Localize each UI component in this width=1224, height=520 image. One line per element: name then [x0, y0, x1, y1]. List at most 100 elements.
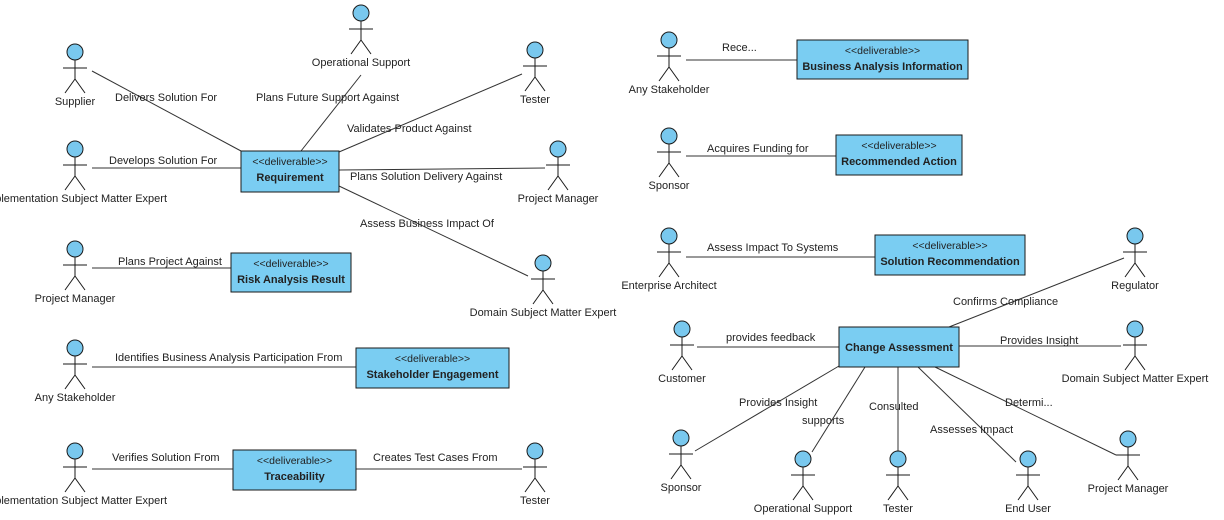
actor-figure-icon — [657, 48, 681, 82]
actor-supplier[interactable]: Supplier — [55, 43, 96, 108]
deliverable-box[interactable] — [240, 150, 340, 193]
deliverable-stakeholder-engagement[interactable]: <<deliverable>>Stakeholder Engagement — [355, 347, 510, 389]
actor-label: Customer — [658, 373, 706, 385]
actor-figure-icon — [657, 244, 681, 278]
association-line-a17[interactable] — [694, 365, 840, 452]
deliverable-solution-recommendation[interactable]: <<deliverable>>Solution Recommendation — [874, 234, 1026, 276]
association-label-a5: Plans Solution Delivery Against — [350, 171, 502, 183]
association-line-a21[interactable] — [934, 366, 1117, 456]
actor-figure-icon — [1116, 447, 1140, 481]
association-label-a12: Acquires Funding for — [707, 143, 809, 155]
actor-label: Any Stakeholder — [629, 84, 710, 96]
actor-figure-icon — [63, 257, 87, 291]
actor-label: Implementation Subject Matter Expert — [0, 193, 167, 205]
association-line-a6[interactable] — [338, 185, 529, 277]
actor-label: Regulator — [1111, 280, 1159, 292]
association-line-a1[interactable] — [91, 70, 242, 152]
actor-any-stakeholder-right[interactable]: Any Stakeholder — [629, 31, 710, 96]
actor-tester-top[interactable]: Tester — [520, 41, 550, 106]
actor-operational-support-bottom[interactable]: Operational Support — [754, 450, 852, 515]
deliverable-risk-analysis-result[interactable]: <<deliverable>>Risk Analysis Result — [230, 252, 352, 293]
deliverable-stereotype: <<deliverable>> — [252, 156, 327, 168]
association-label-a1: Delivers Solution For — [115, 92, 217, 104]
actor-label: Domain Subject Matter Expert — [470, 307, 617, 319]
actor-operational-support-top[interactable]: Operational Support — [312, 4, 410, 69]
actor-domain-sme-right[interactable]: Domain Subject Matter Expert — [1062, 320, 1209, 385]
association-label-a15: provides feedback — [726, 332, 816, 344]
association-line-a20[interactable] — [917, 366, 1017, 463]
actor-implementation-sme-2[interactable]: Implementation Subject Matter Expert — [0, 442, 167, 507]
deliverable-requirement[interactable]: <<deliverable>>Requirement — [240, 150, 340, 193]
deliverable-stereotype: <<deliverable>> — [845, 45, 920, 57]
actor-head-icon — [660, 227, 678, 245]
deliverable-box[interactable] — [835, 134, 963, 176]
actor-figure-icon — [669, 446, 693, 480]
actor-label: Project Manager — [35, 293, 116, 305]
deliverable-box[interactable] — [355, 347, 510, 389]
actor-tester-ca[interactable]: Tester — [883, 450, 913, 515]
association-line-a18[interactable] — [811, 366, 866, 453]
association-line-a14[interactable] — [948, 257, 1125, 328]
actor-label: Project Manager — [1088, 483, 1169, 495]
association-line-a5[interactable] — [338, 167, 546, 171]
association-label-a10: Creates Test Cases From — [373, 452, 498, 464]
deliverable-stereotype: <<deliverable>> — [257, 455, 332, 467]
deliverable-recommended-action[interactable]: <<deliverable>>Recommended Action — [835, 134, 963, 176]
actor-head-icon — [660, 127, 678, 145]
actor-head-icon — [66, 339, 84, 357]
actor-project-manager-left[interactable]: Project Manager — [35, 240, 116, 305]
deliverable-box[interactable] — [232, 449, 357, 491]
deliverable-name: Risk Analysis Result — [237, 274, 345, 286]
deliverable-box[interactable] — [796, 39, 969, 80]
actor-figure-icon — [63, 356, 87, 390]
deliverable-change-assessment[interactable]: Change Assessment — [838, 326, 960, 368]
actor-label: Operational Support — [312, 57, 410, 69]
deliverable-stereotype: <<deliverable>> — [861, 140, 936, 152]
actor-figure-icon — [1123, 337, 1147, 371]
actor-domain-sme-left[interactable]: Domain Subject Matter Expert — [470, 254, 617, 319]
actor-enterprise-architect[interactable]: Enterprise Architect — [621, 227, 717, 292]
actor-head-icon — [66, 240, 84, 258]
actor-figure-icon — [546, 157, 570, 191]
deliverable-box[interactable] — [874, 234, 1026, 276]
actor-head-icon — [66, 43, 84, 61]
actor-customer[interactable]: Customer — [658, 320, 706, 385]
actor-sponsor-bottom[interactable]: Sponsor — [661, 429, 702, 494]
actor-regulator[interactable]: Regulator — [1111, 227, 1159, 292]
association-line-a3[interactable] — [338, 73, 523, 153]
actor-label: Project Manager — [518, 193, 599, 205]
actor-label: Domain Subject Matter Expert — [1062, 373, 1209, 385]
actor-project-manager-right[interactable]: Project Manager — [518, 140, 599, 205]
actor-sponsor-top[interactable]: Sponsor — [649, 127, 690, 192]
deliverable-business-analysis-information[interactable]: <<deliverable>> Business Analysis Informa… — [796, 39, 969, 80]
association-line-a2[interactable] — [300, 74, 362, 152]
association-label-a7: Plans Project Against — [118, 256, 222, 268]
actor-tester-bottom[interactable]: Tester — [520, 442, 550, 507]
association-label-a20: Assesses Impact — [930, 424, 1013, 436]
association-label-a8: Identifies Business Analysis Participati… — [115, 352, 342, 364]
actor-end-user[interactable]: End User — [1005, 450, 1051, 515]
actor-label: Tester — [520, 94, 550, 106]
actor-implementation-sme-1[interactable]: Implementation Subject Matter Expert — [0, 140, 167, 205]
actor-head-icon — [672, 429, 690, 447]
actor-project-manager-ca[interactable]: Project Manager — [1088, 430, 1169, 495]
actor-label: Supplier — [55, 96, 96, 108]
deliverable-box[interactable] — [230, 252, 352, 293]
deliverable-name: Business Analysis Information — [802, 61, 963, 73]
actor-figure-icon — [63, 459, 87, 493]
actor-label: Sponsor — [649, 180, 690, 192]
actor-head-icon — [1119, 430, 1137, 448]
association-label-a21: Determi... — [1005, 397, 1053, 409]
actor-figure-icon — [523, 459, 547, 493]
actor-head-icon — [534, 254, 552, 272]
actor-any-stakeholder-left[interactable]: Any Stakeholder — [35, 339, 116, 404]
deliverable-name: Traceability — [264, 471, 325, 483]
actor-label: End User — [1005, 503, 1051, 515]
actor-head-icon — [526, 41, 544, 59]
deliverable-stereotype: <<deliverable>> — [912, 240, 987, 252]
actor-label: Operational Support — [754, 503, 852, 515]
actor-label: Implementation Subject Matter Expert — [0, 495, 167, 507]
actor-figure-icon — [63, 60, 87, 94]
deliverable-traceability[interactable]: <<deliverable>> Traceability — [232, 449, 357, 491]
deliverable-box[interactable] — [838, 326, 960, 368]
